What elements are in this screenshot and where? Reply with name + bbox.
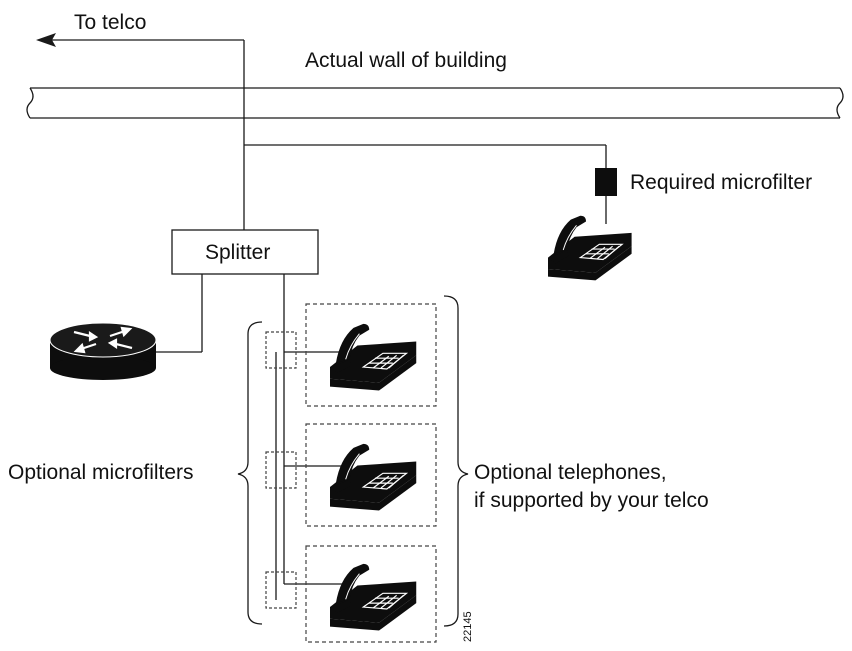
optional-microfilters-label: Optional microfilters bbox=[8, 461, 194, 484]
router-line bbox=[150, 274, 203, 353]
optional-microfilter-boxes bbox=[265, 331, 297, 609]
optional-telephones-sublabel: if supported by your telco bbox=[474, 489, 709, 512]
optional-telephones-label: Optional telephones, bbox=[474, 461, 667, 484]
left-brace bbox=[237, 321, 263, 625]
to-telco-label: To telco bbox=[74, 11, 147, 34]
telephone-icon bbox=[329, 443, 417, 512]
telephone-icon bbox=[329, 323, 417, 392]
required-microfilter-label: Required microfilter bbox=[630, 171, 813, 194]
router-icon bbox=[49, 322, 157, 380]
telephone-icon bbox=[547, 215, 633, 281]
microfilter-icon bbox=[595, 168, 617, 196]
telephone-icon bbox=[329, 563, 417, 632]
telco-line bbox=[50, 39, 245, 230]
phone-trunk bbox=[275, 274, 342, 600]
right-brace bbox=[443, 295, 469, 627]
figure-number: 22145 bbox=[462, 611, 474, 642]
arrow-left-icon bbox=[36, 33, 56, 47]
splitter-label: Splitter bbox=[205, 241, 271, 264]
splitter-box bbox=[171, 229, 319, 275]
building-wall bbox=[26, 87, 844, 119]
optional-phone-boxes bbox=[305, 303, 437, 643]
required-microfilter-line bbox=[244, 144, 607, 224]
wall-label: Actual wall of building bbox=[305, 49, 507, 72]
